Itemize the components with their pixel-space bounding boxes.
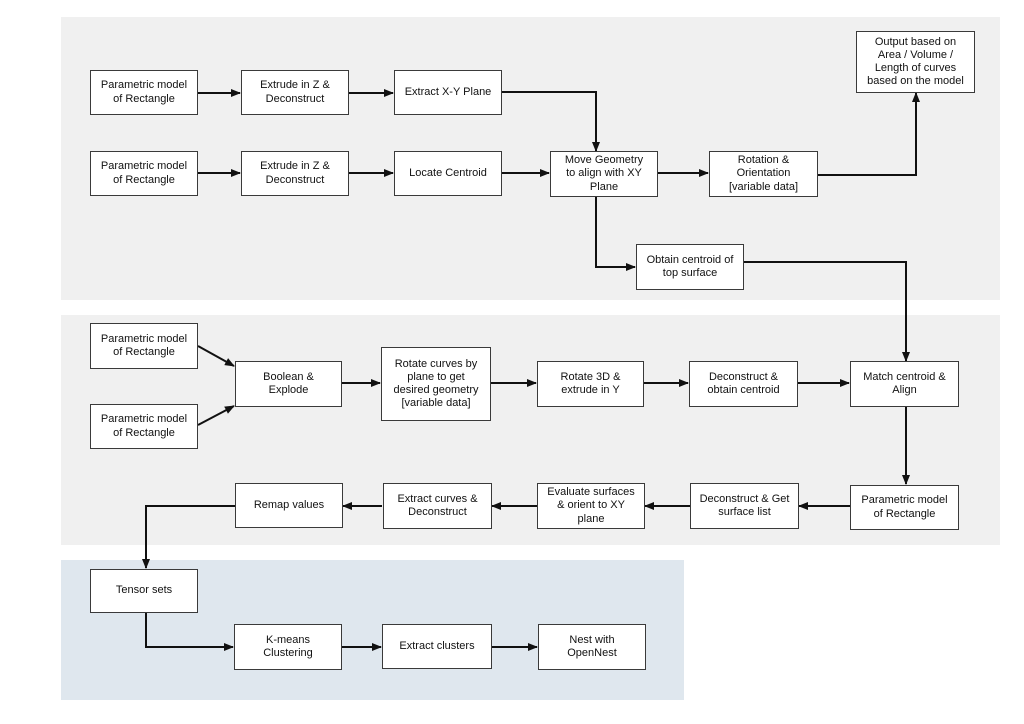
arrow-tensor-km xyxy=(145,613,234,651)
arrow-remap-tensor xyxy=(142,505,235,569)
arrow-xy-move xyxy=(502,91,600,152)
node-kmeans-clustering: K-means Clustering xyxy=(234,624,342,670)
arrow-p4-bool xyxy=(197,405,235,426)
node-rotation-orientation: Rotation & Orientation [variable data] xyxy=(709,151,818,197)
panel-geometry-alignment xyxy=(61,17,1000,300)
node-parametric-model-1: Parametric model of Rectangle xyxy=(90,70,198,115)
arrow-move-top xyxy=(595,197,636,271)
arrow-p3-bool xyxy=(197,345,235,367)
node-parametric-model-2: Parametric model of Rectangle xyxy=(90,151,198,196)
node-move-geometry: Move Geometry to align with XY Plane xyxy=(550,151,658,197)
node-remap-values: Remap values xyxy=(235,483,343,528)
node-rotate-curves: Rotate curves by plane to get desired ge… xyxy=(381,347,491,421)
node-nest-with-opennest: Nest with OpenNest xyxy=(538,624,646,670)
node-boolean-explode: Boolean & Explode xyxy=(235,361,342,407)
node-extract-xy-plane: Extract X-Y Plane xyxy=(394,70,502,115)
node-parametric-model-5: Parametric model of Rectangle xyxy=(850,485,959,530)
node-deconstruct-obtain-centroid: Deconstruct & obtain centroid xyxy=(689,361,798,407)
arrow-top-match xyxy=(744,261,910,362)
node-extract-curves-deconstruct: Extract curves & Deconstruct xyxy=(383,483,492,529)
node-obtain-top-centroid: Obtain centroid of top surface xyxy=(636,244,744,290)
node-evaluate-surfaces: Evaluate surfaces & orient to XY plane xyxy=(537,483,645,529)
arrow-rot-out xyxy=(818,92,920,176)
node-extrude-deconstruct-2: Extrude in Z & Deconstruct xyxy=(241,151,349,196)
node-match-centroid-align: Match centroid & Align xyxy=(850,361,959,407)
node-rotate-3d-extrude: Rotate 3D & extrude in Y xyxy=(537,361,644,407)
node-extrude-deconstruct-1: Extrude in Z & Deconstruct xyxy=(241,70,349,115)
node-tensor-sets: Tensor sets xyxy=(90,569,198,613)
node-locate-centroid: Locate Centroid xyxy=(394,151,502,196)
node-output-area-volume: Output based on Area / Volume / Length o… xyxy=(856,31,975,93)
node-deconstruct-surface-list: Deconstruct & Get surface list xyxy=(690,483,799,529)
node-parametric-model-4: Parametric model of Rectangle xyxy=(90,404,198,449)
node-parametric-model-3: Parametric model of Rectangle xyxy=(90,323,198,369)
node-extract-clusters: Extract clusters xyxy=(382,624,492,669)
